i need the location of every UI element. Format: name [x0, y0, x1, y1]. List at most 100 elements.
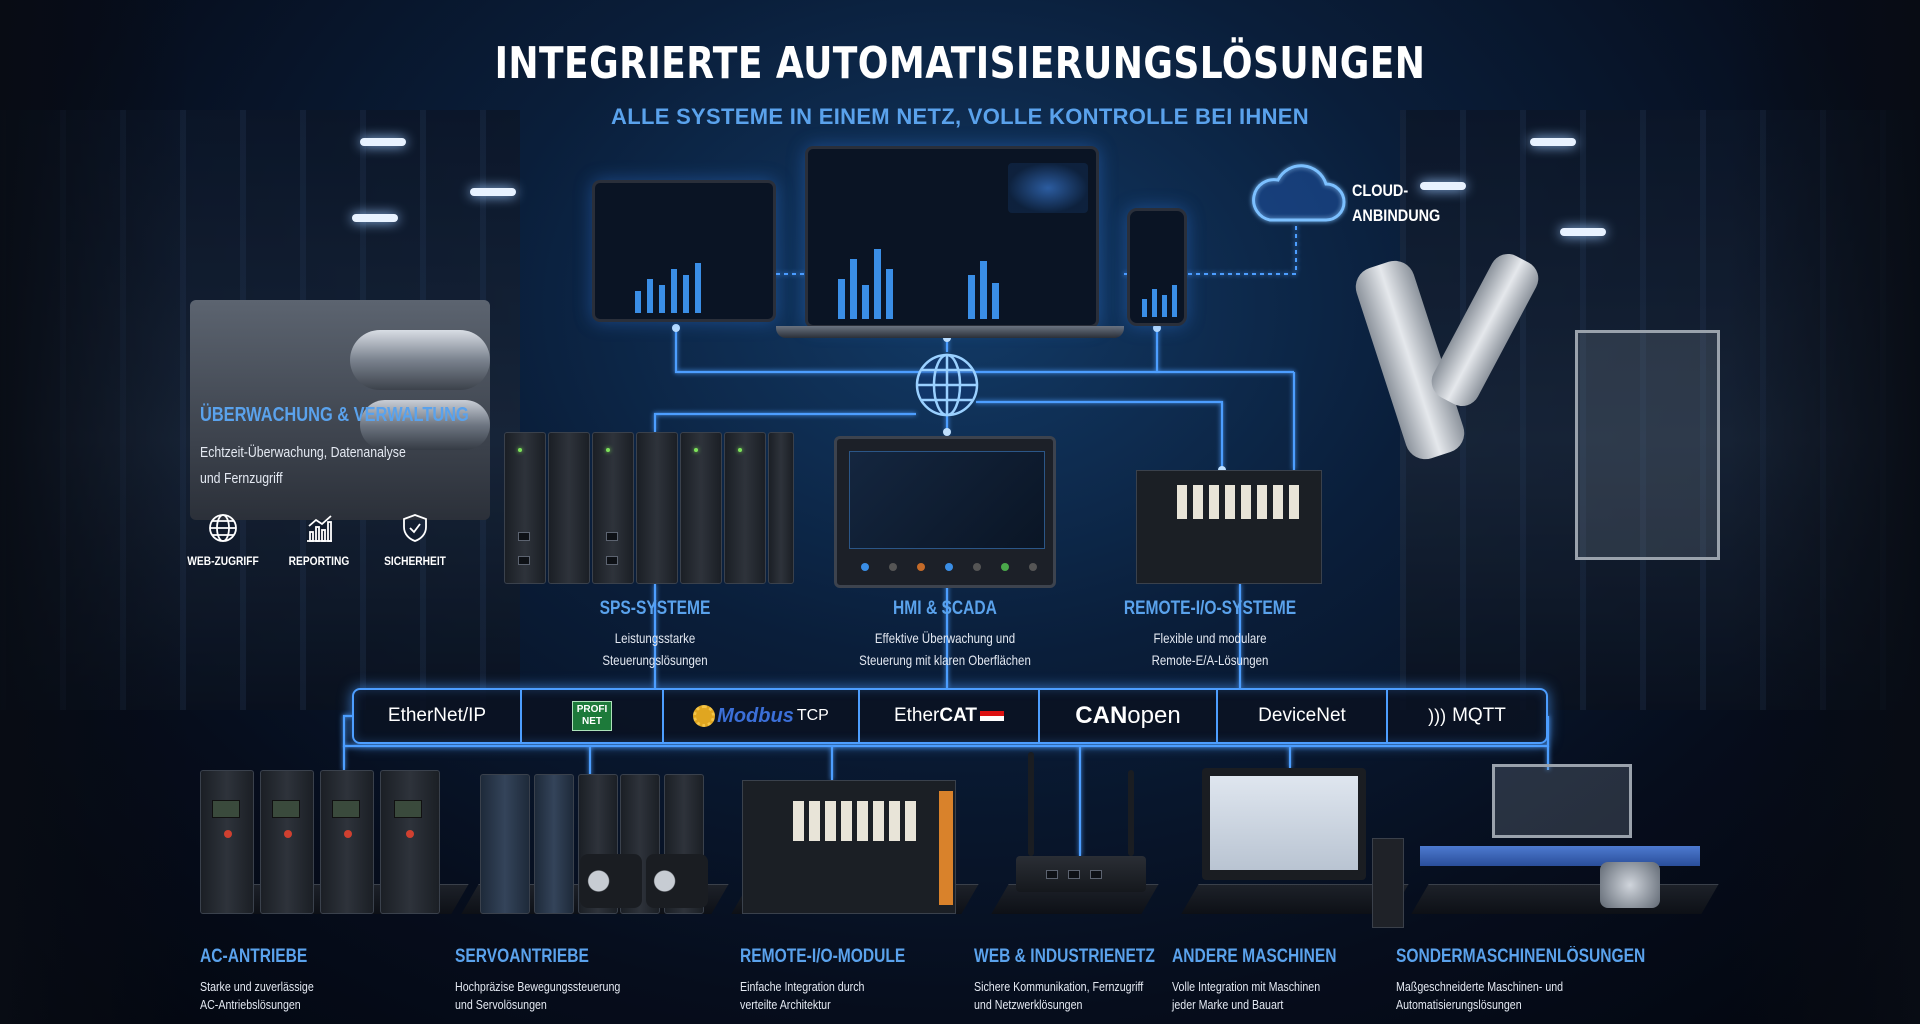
ceiling-light: [360, 138, 406, 146]
laptop-base: [776, 326, 1124, 338]
ceiling-light: [1420, 182, 1466, 190]
servo-drives-desc-line2: und Servolösungen: [455, 997, 547, 1012]
router-antenna: [1028, 752, 1034, 856]
sps-plc-rack: [504, 432, 794, 584]
protocol-modbus-tcp: Modbus TCP: [664, 690, 860, 742]
feature-security: SICHERHEIT: [370, 512, 460, 568]
globe-icon: [209, 514, 237, 542]
ceiling-light: [1530, 138, 1576, 146]
feature-web-access: WEB-ZUGRIFF: [178, 512, 268, 568]
feature-label: SICHERHEIT: [384, 554, 446, 568]
sps-title: SPS-SYSTEME: [599, 598, 711, 619]
web-network-desc-line1: Sichere Kommunikation, Fernzugriff: [974, 979, 1144, 994]
servo-motor: [646, 854, 708, 908]
remote-io-modules-desc-line1: Einfache Integration durch: [740, 979, 865, 994]
remote-io-system: [1136, 470, 1322, 584]
protocol-label: DeviceNet: [1258, 705, 1346, 726]
pc-monitor: [1202, 768, 1366, 880]
other-machines-desc-line2: jeder Marke und Bauart: [1172, 997, 1284, 1012]
protocol-mqtt: ))) MQTT: [1388, 690, 1546, 742]
shield-icon: [403, 514, 427, 542]
wire-node: [1153, 324, 1161, 332]
remote-io-systems-desc-line2: Remote-E/A-Lösungen: [1151, 652, 1269, 668]
other-machines-title: ANDERE MASCHINEN: [1172, 946, 1337, 967]
monitoring-desc-line2: und Fernzugriff: [200, 470, 283, 487]
special-machine: [1420, 764, 1700, 914]
feature-reporting: REPORTING: [274, 512, 364, 568]
servo-drives-title: SERVOANTRIEBE: [455, 946, 589, 967]
pc-tower: [1372, 838, 1404, 928]
chart-icon: [307, 515, 332, 542]
monitoring-title: ÜBERWACHUNG & VERWALTUNG: [200, 404, 469, 426]
servo-motor: [580, 854, 642, 908]
ceiling-light: [1560, 228, 1606, 236]
sps-desc-line1: Leistungsstarke: [614, 630, 696, 646]
hmi-desc-line2: Steuerung mit klaren Oberflächen: [859, 652, 1031, 668]
wire-sps: [653, 412, 916, 432]
mqtt-icon: ))): [1428, 705, 1447, 726]
steel-roller: [360, 400, 490, 450]
remote-io-systems-title: REMOTE-I/O-SYSTEME: [1123, 598, 1297, 619]
cloud-icon: [1252, 164, 1346, 222]
protocol-devicenet: DeviceNet: [1218, 690, 1388, 742]
remote-io-systems-desc-line1: Flexible und modulare: [1153, 630, 1267, 646]
monitoring-desc-line1: Echtzeit-Überwachung, Datenanalyse: [200, 444, 406, 461]
hmi-panel: [834, 436, 1056, 588]
hmi-title: HMI & SCADA: [893, 598, 997, 619]
ac-drives-title: AC-ANTRIEBE: [200, 946, 308, 967]
remote-io-modules-title: REMOTE-I/O-MODULE: [740, 946, 906, 967]
protocol-profinet: PROFI NET: [522, 690, 664, 742]
ac-drives-desc-line1: Starke und zuverlässige: [200, 979, 314, 994]
cloud-label: CLOUD- ANBINDUNG: [1352, 178, 1440, 228]
remote-io-modules-desc-line2: verteilte Architektur: [740, 997, 831, 1012]
ethercat-arrow-icon: [980, 711, 1005, 721]
gear-icon: [693, 705, 716, 727]
protocol-label: MQTT: [1452, 705, 1506, 726]
cloud-label-line2: ANBINDUNG: [1352, 206, 1441, 225]
tablet-dashboard: [592, 180, 776, 322]
cloud-label-line1: CLOUD-: [1352, 181, 1409, 200]
steel-roller: [350, 330, 490, 390]
feature-label: REPORTING: [288, 554, 350, 568]
wire-node: [672, 324, 680, 332]
industrial-router: [1016, 856, 1146, 892]
ethercat-ether: Ether: [893, 705, 940, 726]
special-machines-desc-line1: Maßgeschneiderte Maschinen- und: [1396, 979, 1564, 994]
servo-drives-desc-line1: Hochpräzise Bewegungssteuerung: [455, 979, 621, 994]
phone-dashboard: [1127, 208, 1187, 326]
vignette-right: [1730, 0, 1920, 1024]
profinet-logo-bottom: NET: [582, 716, 602, 727]
sps-desc-line2: Steuerungslösungen: [602, 652, 708, 668]
ethercat-cat: CAT: [939, 705, 978, 726]
ceiling-light: [470, 188, 516, 196]
modbus-label: Modbus: [717, 704, 794, 727]
ac-drives-desc-line2: AC-Antriebslösungen: [200, 997, 301, 1012]
hmi-desc-line1: Effektive Überwachung und: [874, 630, 1016, 646]
remote-io-modules: [742, 780, 956, 914]
hmi-screen: [849, 451, 1045, 549]
special-machines-title: SONDERMASCHINENLÖSUNGEN: [1396, 946, 1646, 967]
wire-remote-io: [976, 400, 1224, 470]
wire-node: [943, 428, 951, 436]
laptop-dashboard: [805, 146, 1099, 328]
machine-frame-right: [1575, 330, 1720, 560]
protocol-label: EtherNet/IP: [387, 705, 487, 726]
profinet-logo-top: PROFI: [576, 704, 608, 715]
vignette-left: [0, 0, 190, 1024]
feature-label: WEB-ZUGRIFF: [187, 554, 259, 568]
page-title: INTEGRIERTE AUTOMATISIERUNGSLÖSUNGEN: [494, 38, 1426, 89]
world-map-widget: [1008, 163, 1088, 213]
protocol-ethernet-ip: EtherNet/IP: [354, 690, 522, 742]
profinet-logo: PROFI NET: [571, 701, 613, 731]
canopen-can: CAN: [1075, 702, 1128, 729]
special-machines-desc-line2: Automatisierungslösungen: [1396, 997, 1522, 1012]
web-network-desc-line2: und Netzwerklösungen: [974, 997, 1083, 1012]
web-network-title: WEB & INDUSTRIENETZ: [974, 946, 1155, 967]
canopen-open: open: [1127, 702, 1181, 729]
dashed-cloud-link: [1188, 226, 1297, 275]
servo-drives: [480, 774, 720, 914]
